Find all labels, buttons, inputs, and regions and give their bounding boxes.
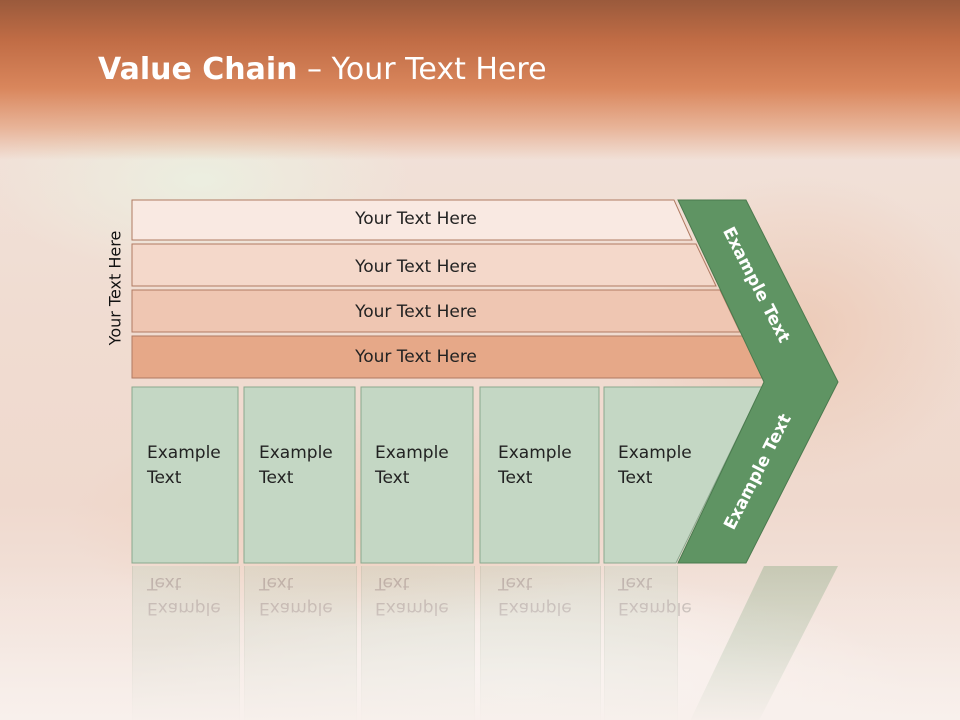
title-rest: – Your Text Here xyxy=(297,52,547,87)
cell-3 xyxy=(360,386,474,564)
margin-chevron xyxy=(677,199,839,564)
cell-5 xyxy=(603,386,763,564)
cell-4-label: Example Text xyxy=(498,441,572,491)
row-1 xyxy=(131,199,693,241)
cell-3-line2: Text xyxy=(375,468,410,488)
row-2-label: Your Text Here xyxy=(355,257,477,277)
cell-1 xyxy=(131,386,239,564)
cell-2-label: Example Text xyxy=(259,441,333,491)
cell-3-line1: Example xyxy=(375,443,449,463)
cell-1-line2: Text xyxy=(147,468,182,488)
row-2 xyxy=(131,243,717,287)
row-3-label: Your Text Here xyxy=(355,302,477,322)
slide-title: Value Chain – Your Text Here xyxy=(98,52,547,87)
title-banner xyxy=(0,0,960,160)
cell-5-line1: Example xyxy=(618,443,692,463)
cell-4 xyxy=(479,386,600,564)
cell-1-line1: Example xyxy=(147,443,221,463)
cell-1-label: Example Text xyxy=(147,441,221,491)
reflection-fade xyxy=(0,566,960,720)
cell-2 xyxy=(243,386,356,564)
row-4-label: Your Text Here xyxy=(355,347,477,367)
cell-4-line1: Example xyxy=(498,443,572,463)
cell-4-line2: Text xyxy=(498,468,533,488)
cell-2-line2: Text xyxy=(259,468,294,488)
title-bold: Value Chain xyxy=(98,52,298,87)
row-1-label: Your Text Here xyxy=(355,209,477,229)
cell-5-label: Example Text xyxy=(618,441,692,491)
cell-2-line1: Example xyxy=(259,443,333,463)
cell-5-line2: Text xyxy=(618,468,653,488)
cell-3-label: Example Text xyxy=(375,441,449,491)
